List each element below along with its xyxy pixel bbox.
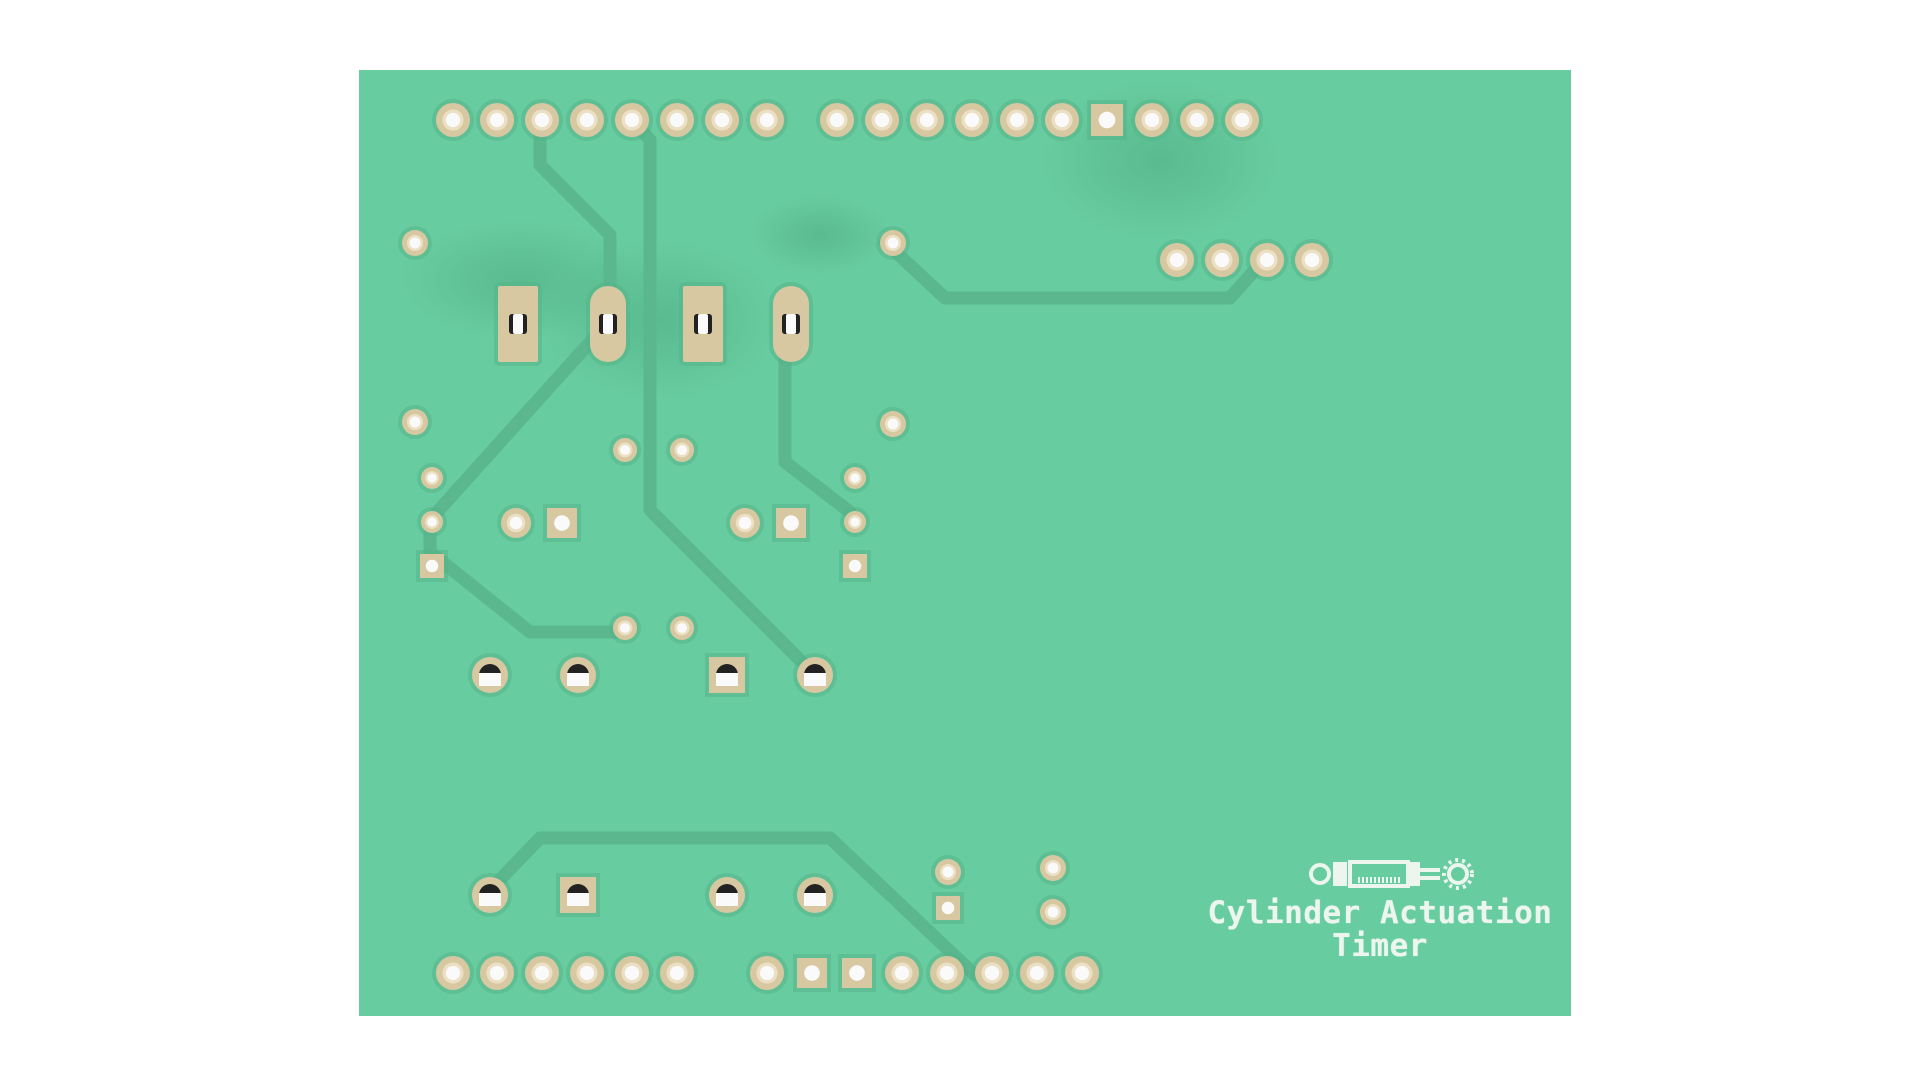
terminal-pad — [468, 873, 512, 917]
header-pin — [861, 99, 903, 141]
header-pin — [432, 99, 474, 141]
transistor-pin — [417, 463, 447, 493]
header-pin-1 — [793, 954, 831, 992]
header-pin — [611, 952, 653, 994]
silkscreen-title-line-1: Cylinder Actuation — [1207, 895, 1553, 931]
via — [666, 434, 698, 466]
jumper-pin — [931, 855, 965, 889]
terminal-pad — [468, 653, 512, 697]
transistor-pin — [417, 507, 447, 537]
terminal-pad — [705, 873, 749, 917]
sensor-connector-pin — [1156, 239, 1198, 281]
header-pin — [656, 99, 698, 141]
silkscreen-title-line-2: Timer — [1332, 928, 1428, 964]
terminal-pad — [793, 653, 837, 697]
transistor-pin — [416, 550, 448, 582]
header-pin — [906, 99, 948, 141]
header-pin — [746, 952, 788, 994]
regulator-pad — [769, 282, 813, 366]
header-pin — [521, 99, 563, 141]
header-pin — [656, 952, 698, 994]
connector-pin-1 — [543, 504, 581, 542]
terminal-pad — [556, 873, 600, 917]
via — [666, 612, 698, 644]
regulator-pad — [679, 282, 727, 366]
via — [876, 407, 910, 441]
pneumatic-cylinder-icon — [1309, 858, 1474, 890]
header-pin — [746, 99, 788, 141]
transistor-pin — [839, 550, 871, 582]
sensor-connector-pin — [1291, 239, 1333, 281]
via — [609, 612, 641, 644]
header-pin — [521, 952, 563, 994]
pcb-substrate — [359, 70, 1571, 1016]
regulator-pad — [586, 282, 630, 366]
via — [398, 226, 432, 260]
header-pin — [1176, 99, 1218, 141]
header-pin-1 — [1087, 100, 1127, 140]
sensor-connector-pin — [1201, 239, 1243, 281]
via — [876, 226, 910, 260]
header-pin — [611, 99, 653, 141]
header-pin — [926, 952, 968, 994]
through-hole-pads — [398, 99, 1333, 994]
jumper-pin — [1036, 895, 1070, 929]
header-pin — [432, 952, 474, 994]
connector-pin — [497, 504, 535, 542]
header-pin — [1041, 99, 1083, 141]
header-pin — [971, 952, 1013, 994]
terminal-pad — [705, 653, 749, 697]
header-pin — [1221, 99, 1263, 141]
terminal-pad — [793, 873, 837, 917]
connector-pin-1 — [772, 504, 810, 542]
header-pin-1 — [838, 954, 876, 992]
header-pin — [1061, 952, 1103, 994]
connector-pin — [726, 504, 764, 542]
header-pin — [951, 99, 993, 141]
transistor-pin — [840, 507, 870, 537]
header-pin — [701, 99, 743, 141]
jumper-pin — [1036, 851, 1070, 885]
sensor-connector-pin — [1246, 239, 1288, 281]
header-pin — [566, 99, 608, 141]
terminal-pad — [556, 653, 600, 697]
header-pin — [816, 99, 858, 141]
header-pin — [1131, 99, 1173, 141]
transistor-pin — [840, 463, 870, 493]
regulator-pad — [494, 282, 542, 366]
header-pin — [1016, 952, 1058, 994]
header-pin — [996, 99, 1038, 141]
jumper-pin-1 — [932, 892, 964, 924]
header-pin — [476, 952, 518, 994]
header-pin — [476, 99, 518, 141]
via — [609, 434, 641, 466]
via — [398, 405, 432, 439]
header-pin — [881, 952, 923, 994]
header-pin — [566, 952, 608, 994]
